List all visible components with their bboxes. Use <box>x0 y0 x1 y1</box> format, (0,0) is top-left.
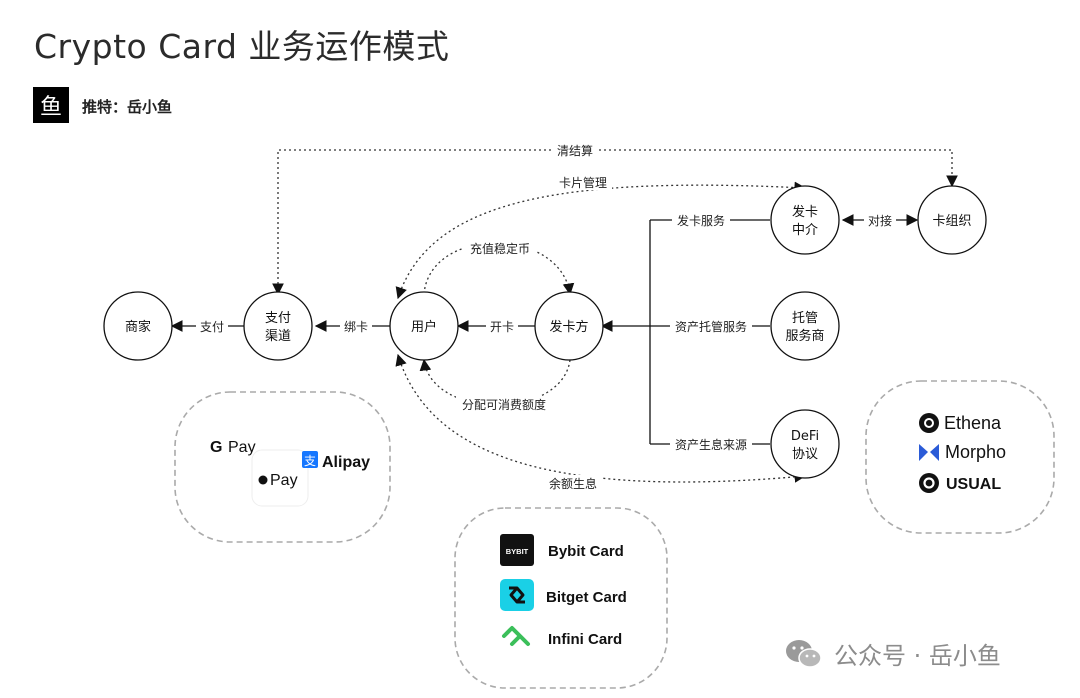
morpho-icon <box>919 444 939 461</box>
bitget-icon <box>500 579 534 611</box>
defi-brand-morpho: Morpho <box>919 442 1006 462</box>
node-merchant: 商家 <box>103 291 173 361</box>
edge-card-management-arrow <box>395 181 807 300</box>
watermark: 公众号 · 岳小鱼 <box>784 636 1001 671</box>
svg-text:中介: 中介 <box>792 223 818 238</box>
svg-text:BYBIT: BYBIT <box>506 547 529 556</box>
svg-text:USUAL: USUAL <box>946 476 1001 493</box>
edge-clearing-arrow <box>272 149 958 296</box>
svg-text:渠道: 渠道 <box>265 329 291 344</box>
svg-text:发卡: 发卡 <box>792 204 818 220</box>
edge-label-card-issuing-service: 发卡服务 <box>672 212 730 228</box>
alipay-icon <box>302 451 318 468</box>
apple-icon <box>258 475 268 485</box>
edge-balance-interest-arrow <box>395 353 807 483</box>
svg-text:发卡服务: 发卡服务 <box>677 213 725 228</box>
svg-text:Morpho: Morpho <box>945 442 1006 462</box>
page-title: Crypto Card 业务运作模式 <box>34 27 450 66</box>
node-card-org: 卡组织 <box>917 185 987 255</box>
card-brand-bitget: Bitget Card <box>500 579 627 611</box>
svg-text:DeFi: DeFi <box>791 429 819 444</box>
ethena-icon <box>919 413 939 433</box>
node-custody: 托管 服务商 <box>770 291 840 361</box>
node-user: 用户 <box>389 291 459 361</box>
edge-label-balance-interest: 余额生息 <box>544 475 602 491</box>
card-brand-infini: Infini Card <box>502 626 622 648</box>
wechat-icon <box>784 637 824 671</box>
node-issuer: 发卡方 <box>534 291 604 361</box>
edge-label-card-management: 卡片管理 <box>554 174 612 190</box>
svg-text:Alipay: Alipay <box>322 454 370 471</box>
edge-label-open-card: 开卡 <box>486 318 518 334</box>
card-brands-group <box>454 507 668 689</box>
svg-text:对接: 对接 <box>868 213 892 228</box>
node-defi: DeFi 协议 <box>770 409 840 479</box>
edge-label-pay: 支付 <box>196 318 228 334</box>
edge-label-asset-yield-source: 资产生息来源 <box>670 436 752 452</box>
svg-text:发卡方: 发卡方 <box>549 319 588 335</box>
svg-text:Bitget Card: Bitget Card <box>546 589 627 606</box>
defi-brand-usual: USUAL <box>919 473 1001 493</box>
svg-text:开卡: 开卡 <box>490 320 514 334</box>
svg-text:Pay: Pay <box>228 439 256 456</box>
defi-brands-group <box>865 380 1055 534</box>
svg-text:资产托管服务: 资产托管服务 <box>675 319 747 334</box>
svg-text:商家: 商家 <box>125 319 151 335</box>
edge-label-clearing: 清结算 <box>552 142 598 158</box>
author-logo: 鱼 <box>33 87 69 123</box>
svg-text:分配可消费额度: 分配可消费额度 <box>462 397 546 412</box>
svg-text:支: 支 <box>304 454 316 468</box>
defi-brand-ethena: Ethena <box>919 413 1002 433</box>
bybit-icon <box>500 534 534 566</box>
svg-text:Pay: Pay <box>270 472 298 489</box>
edge-label-asset-custody-service: 资产托管服务 <box>670 318 752 334</box>
usual-icon <box>919 473 939 493</box>
svg-text:充值稳定币: 充值稳定币 <box>470 241 530 256</box>
svg-text:协议: 协议 <box>792 447 818 462</box>
edge-label-docking: 对接 <box>864 212 896 228</box>
node-payment-channel: 支付 渠道 <box>243 291 313 361</box>
svg-text:卡组织: 卡组织 <box>932 214 971 229</box>
svg-text:资产生息来源: 资产生息来源 <box>675 437 747 452</box>
svg-text:绑卡: 绑卡 <box>344 320 368 334</box>
node-card-intermediary: 发卡 中介 <box>770 185 840 255</box>
alipay-logo: 支 Alipay <box>302 451 370 471</box>
card-brand-bybit: BYBIT Bybit Card <box>500 534 624 566</box>
payment-brands-group <box>174 391 391 543</box>
google-pay-logo: G Pay <box>210 439 256 456</box>
svg-text:服务商: 服务商 <box>785 328 824 344</box>
svg-text:用户: 用户 <box>411 319 437 335</box>
svg-text:清结算: 清结算 <box>557 143 593 158</box>
svg-text:G: G <box>210 439 222 456</box>
svg-text:支付: 支付 <box>200 320 224 334</box>
author-label: 推特：岳小鱼 <box>82 98 173 116</box>
svg-text:Ethena: Ethena <box>944 413 1002 433</box>
watermark-text: 公众号 · 岳小鱼 <box>834 642 1001 670</box>
infini-icon <box>502 626 530 646</box>
edge-label-allocate-quota: 分配可消费额度 <box>456 396 552 412</box>
edge-label-bind-card: 绑卡 <box>340 318 372 334</box>
svg-text:托管: 托管 <box>792 311 818 326</box>
svg-text:余额生息: 余额生息 <box>549 476 597 491</box>
edge-label-recharge-stablecoin: 充值稳定币 <box>464 240 536 256</box>
svg-text:卡片管理: 卡片管理 <box>559 175 607 190</box>
apple-pay-logo: Pay <box>251 449 309 507</box>
svg-text:支付: 支付 <box>265 311 291 326</box>
svg-text:Infini Card: Infini Card <box>548 631 622 648</box>
svg-text:Bybit Card: Bybit Card <box>548 543 624 560</box>
